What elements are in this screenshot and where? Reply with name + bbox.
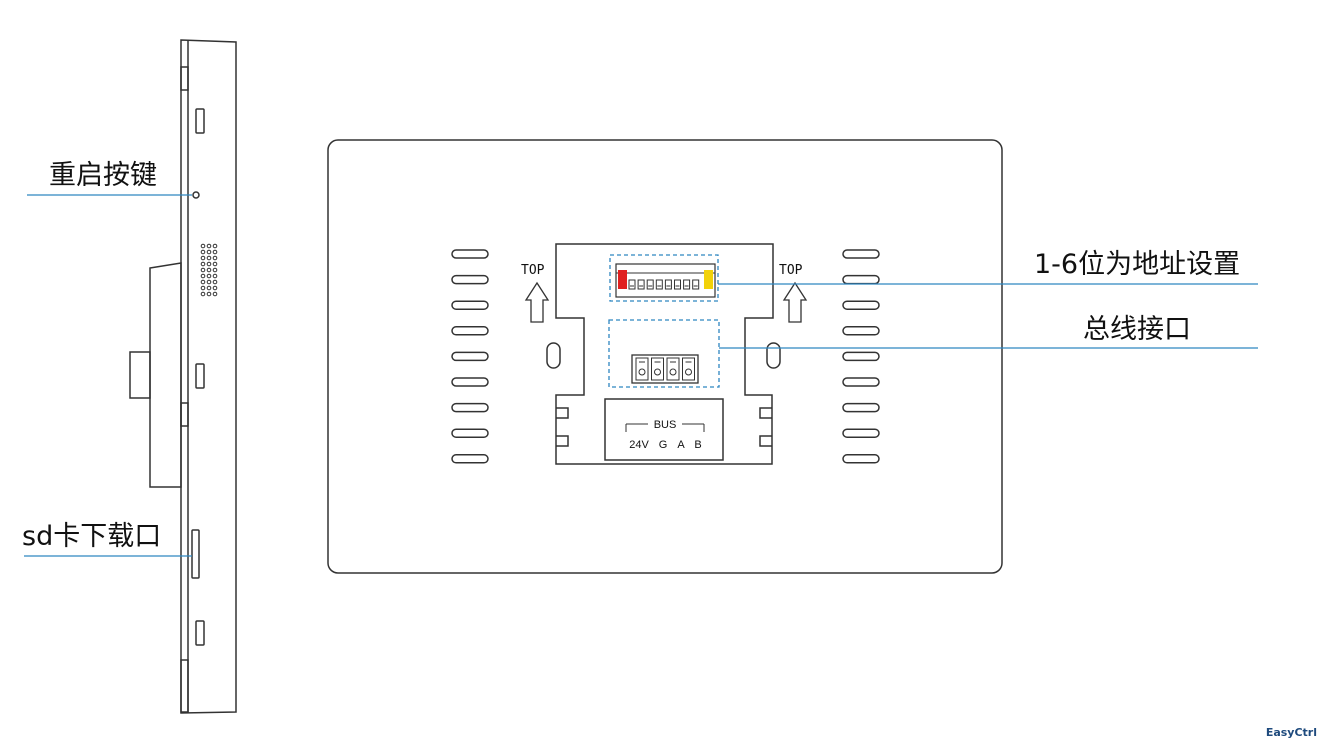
vent-slot [842, 326, 880, 336]
dip-key [646, 279, 654, 290]
speaker-hole [212, 285, 218, 291]
vent-slots-right [842, 249, 880, 464]
speaker-hole [206, 285, 212, 291]
speaker-hole [206, 243, 212, 249]
speaker-hole [200, 285, 206, 291]
vent-slot [451, 300, 489, 310]
terminal-label-g: G [659, 439, 668, 451]
terminal-screw [654, 368, 661, 376]
speaker-hole [200, 279, 206, 285]
speaker-hole [206, 279, 212, 285]
label-bus-interface: 总线接口 [1083, 314, 1191, 345]
vent-slot [842, 454, 880, 464]
label-address-setting: 1-6位为地址设置 [1034, 249, 1241, 280]
speaker-hole [212, 291, 218, 297]
dip-switch [615, 263, 716, 298]
vent-slot [842, 402, 880, 413]
vent-slot [451, 326, 489, 336]
speaker-hole [206, 249, 212, 255]
dip-key [664, 279, 672, 290]
top-arrow-right: TOP [779, 263, 808, 323]
label-reset-button: 重启按键 [49, 160, 157, 191]
speaker-hole [200, 261, 206, 267]
speaker-hole [212, 267, 218, 273]
vent-slot [451, 351, 489, 362]
terminal-pin [666, 357, 680, 381]
speaker-hole [212, 255, 218, 261]
dip-marker-red [618, 270, 627, 289]
terminal-screw [685, 368, 692, 376]
vent-slot [451, 274, 489, 285]
vent-slot [451, 454, 489, 464]
terminal-label-24v: 24V [629, 439, 649, 451]
vent-slot [842, 249, 880, 259]
bus-terminal [631, 354, 699, 384]
speaker-hole [206, 273, 212, 279]
vent-slot [451, 428, 489, 438]
vent-slot [842, 428, 880, 438]
speaker-hole [200, 291, 206, 297]
terminal-screw [669, 368, 677, 376]
side-view [129, 39, 237, 714]
vent-slot [842, 377, 880, 387]
top-arrow-left: TOP [521, 263, 550, 323]
dip-key [637, 279, 645, 290]
vent-slot [842, 351, 880, 362]
dip-marker-yellow [704, 270, 713, 289]
vent-slot [842, 300, 880, 310]
vent-slot [451, 402, 489, 413]
speaker-grille [200, 243, 218, 297]
terminal-label-a: A [677, 439, 685, 451]
dip-key [683, 279, 691, 290]
dip-switch-keys [628, 279, 700, 290]
reset-hole [192, 191, 200, 199]
terminal-screw [638, 368, 646, 376]
speaker-hole [212, 261, 218, 267]
terminal-pin [682, 357, 695, 381]
dip-key [674, 279, 681, 290]
terminal-pin [651, 357, 664, 381]
bus-label-group: BUS 24V G A B [625, 419, 705, 451]
speaker-hole [206, 261, 212, 267]
speaker-hole [200, 243, 206, 249]
back-view [327, 139, 1003, 574]
svg-text:TOP: TOP [521, 263, 545, 278]
speaker-hole [212, 279, 218, 285]
svg-text:TOP: TOP [779, 263, 803, 278]
vent-slot [451, 377, 489, 387]
speaker-hole [206, 255, 212, 261]
bus-title: BUS [654, 419, 677, 431]
speaker-hole [200, 249, 206, 255]
bus-highlight-box [608, 319, 720, 388]
speaker-hole [206, 291, 212, 297]
vent-slot [451, 249, 489, 259]
vent-slot [842, 274, 880, 285]
speaker-hole [200, 255, 206, 261]
dip-key [655, 279, 663, 290]
speaker-hole [212, 243, 218, 249]
vent-slots-left [451, 249, 489, 464]
dip-key [692, 279, 700, 290]
speaker-hole [206, 267, 212, 273]
terminal-pin [635, 357, 649, 381]
speaker-hole [200, 273, 206, 279]
terminal-pins [635, 357, 695, 381]
terminal-label-b: B [694, 439, 701, 451]
brand-logo: EasyCtrl [1265, 726, 1317, 739]
label-sd-card: sd卡下载口 [22, 521, 162, 552]
dip-key [628, 279, 636, 290]
speaker-hole [212, 273, 218, 279]
speaker-hole [200, 267, 206, 273]
speaker-hole [212, 249, 218, 255]
